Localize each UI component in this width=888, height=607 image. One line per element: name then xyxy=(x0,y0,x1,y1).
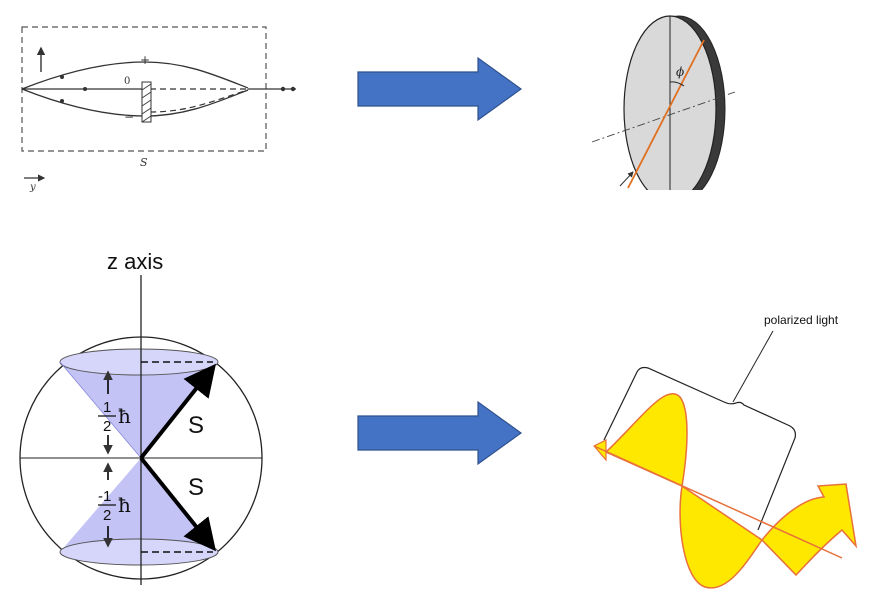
upper-vector-label: S xyxy=(188,412,204,439)
phi-angle-arc xyxy=(669,81,685,87)
plus-label: + xyxy=(140,53,150,67)
lower-beam-path xyxy=(21,88,249,117)
polarized-light-label: polarized light xyxy=(764,313,839,327)
wave-left-tip xyxy=(593,439,607,462)
upper-cone-left-edge xyxy=(59,361,142,459)
stern-gerlach-panel: + 0 − S y xyxy=(21,26,296,193)
spin-cones-panel: z axis S S 1 2 ħ -1 2 ħ xyxy=(19,249,263,585)
waveplate-panel: ϕ xyxy=(591,15,736,190)
beam-dot xyxy=(290,86,296,92)
wave-lower-lobe xyxy=(679,484,764,589)
upper-fraction-num: 1 xyxy=(103,399,111,416)
polarized-wave-panel: polarized light xyxy=(593,313,858,589)
upper-spin-vector xyxy=(139,363,216,460)
wave-upper-lobe xyxy=(604,392,688,488)
lower-vector-label: S xyxy=(188,474,204,501)
zero-label: 0 xyxy=(124,76,130,87)
phi-label: ϕ xyxy=(676,65,684,79)
propagation-axis xyxy=(593,445,843,559)
beam-dot xyxy=(280,86,286,92)
fast-axis-line xyxy=(627,39,705,189)
minus-label: − xyxy=(124,110,134,124)
lower-fraction-den: 2 xyxy=(103,507,111,524)
lower-hbar: ħ xyxy=(118,493,131,517)
label-leader xyxy=(732,330,774,403)
lower-cone xyxy=(60,458,218,552)
incident-arrow xyxy=(619,171,634,187)
z-axis-label: z axis xyxy=(107,249,163,274)
top-arrow xyxy=(357,56,523,122)
upper-cone xyxy=(60,362,218,458)
bracket xyxy=(603,366,797,531)
lower-beam-dashed xyxy=(149,89,249,113)
upper-hbar: ħ xyxy=(118,404,131,428)
upper-beam-path xyxy=(21,61,249,90)
beam-dot xyxy=(60,99,64,103)
lower-spin-vector xyxy=(139,456,217,552)
beam-dot xyxy=(60,75,64,79)
lower-cone-rim xyxy=(59,538,219,566)
upper-cone-rim xyxy=(59,348,219,376)
lower-fraction-num: -1 xyxy=(98,488,111,505)
upper-fraction-den: 2 xyxy=(103,418,111,435)
s-label: S xyxy=(140,156,148,169)
wave-arrowhead xyxy=(761,483,858,577)
y-axis-label: y xyxy=(29,182,36,193)
beam-blocker xyxy=(141,81,152,123)
beam-dot xyxy=(83,87,87,91)
bottom-arrow xyxy=(357,400,523,466)
